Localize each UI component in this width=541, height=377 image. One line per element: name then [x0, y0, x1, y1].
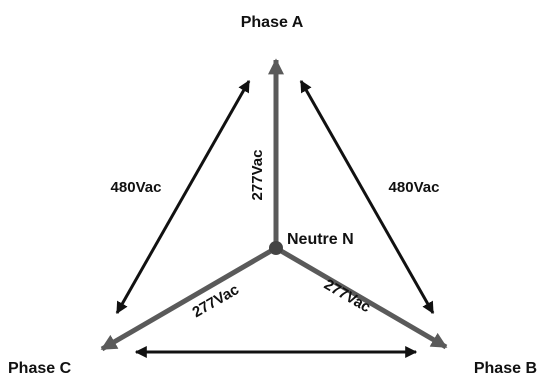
phase-c-vector	[100, 245, 278, 352]
line-a-c-arrow	[115, 79, 251, 315]
phase-c-voltage-label: 277Vac	[189, 281, 242, 321]
phase-a-voltage-label: 277Vac	[249, 150, 266, 201]
line-a-b-arrow	[299, 79, 435, 315]
neutral-label: Neutre N	[287, 231, 354, 248]
line-a-b-voltage-label: 480Vac	[389, 179, 440, 196]
neutral-node	[269, 241, 283, 255]
line-a-c-voltage-label: 480Vac	[111, 179, 162, 196]
phase-b-label: Phase B	[474, 360, 537, 377]
phase-b-voltage-label: 277Vac	[321, 276, 374, 316]
phase-a-label: Phase A	[241, 14, 304, 31]
phase-c-label: Phase C	[8, 360, 72, 377]
